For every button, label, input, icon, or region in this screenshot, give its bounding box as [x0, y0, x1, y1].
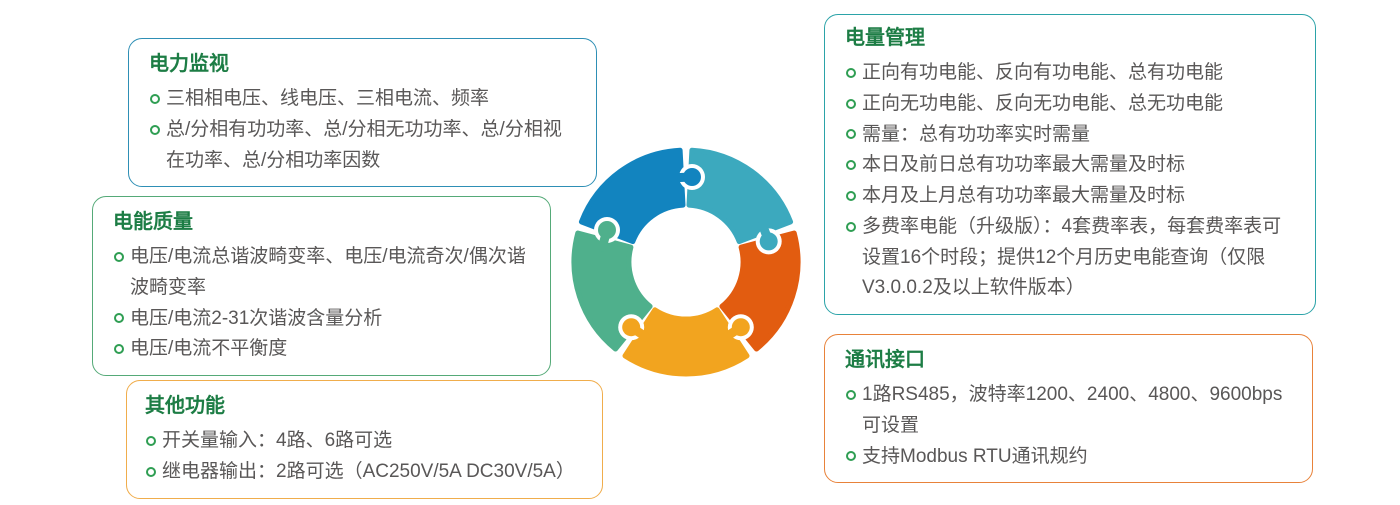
feature-list: 开关量输入：4路、6路可选 继电器输出：2路可选（AC250V/5A DC30V… — [145, 426, 588, 488]
feature-item: 总/分相有功功率、总/分相无功功率、总/分相视在功率、总/分相功率因数 — [149, 115, 576, 177]
feature-box-communication-interface: 通讯接口 1路RS485，波特率1200、2400、4800、9600bps可设… — [824, 334, 1313, 484]
feature-item: 电压/电流2-31次谐波含量分析 — [113, 304, 530, 335]
feature-item: 需量：总有功功率实时需量 — [845, 120, 1295, 151]
feature-box-other-functions: 其他功能 开关量输入：4路、6路可选 继电器输出：2路可选（AC250V/5A … — [126, 380, 603, 499]
puzzle-knob-amber-right — [731, 318, 750, 337]
feature-item: 本月及上月总有功功率最大需量及时标 — [845, 181, 1295, 212]
box-title: 电能质量 — [113, 211, 193, 233]
feature-item: 电压/电流不平衡度 — [113, 334, 530, 365]
puzzle-knob-amber-left — [622, 318, 641, 337]
puzzle-knob-blue — [683, 168, 701, 186]
feature-list: 1路RS485，波特率1200、2400、4800、9600bps可设置 支持M… — [845, 380, 1292, 472]
feature-item: 多费率电能（升级版）：4套费率表，每套费率表可设置16个时段；提供12个月历史电… — [845, 212, 1295, 304]
puzzle-ring-svg — [571, 147, 801, 377]
box-title: 其他功能 — [145, 395, 225, 417]
feature-item: 继电器输出：2路可选（AC250V/5A DC30V/5A） — [145, 457, 588, 488]
puzzle-ring-graphic — [571, 147, 801, 377]
puzzle-knob-green — [598, 221, 616, 239]
box-title: 通讯接口 — [845, 349, 925, 371]
box-title: 电量管理 — [845, 27, 925, 49]
box-title: 电力监视 — [149, 53, 229, 75]
feature-box-power-quality: 电能质量 电压/电流总谐波畸变率、电压/电流奇次/偶次谐波畸变率 电压/电流2-… — [92, 196, 551, 377]
feature-list: 三相相电压、线电压、三相电流、频率 总/分相有功功率、总/分相无功功率、总/分相… — [149, 84, 576, 176]
feature-item: 正向有功电能、反向有功电能、总有功电能 — [845, 58, 1295, 89]
feature-item: 三相相电压、线电压、三相电流、频率 — [149, 84, 576, 115]
puzzle-knob-teal — [759, 232, 778, 251]
feature-box-energy-management: 电量管理 正向有功电能、反向有功电能、总有功电能 正向无功电能、反向无功电能、总… — [824, 14, 1316, 316]
feature-item: 电压/电流总谐波畸变率、电压/电流奇次/偶次谐波畸变率 — [113, 242, 530, 304]
feature-item: 1路RS485，波特率1200、2400、4800、9600bps可设置 — [845, 380, 1292, 442]
puzzle-piece-bottom-amber — [622, 307, 750, 377]
feature-item: 本日及前日总有功功率最大需量及时标 — [845, 150, 1295, 181]
feature-list: 电压/电流总谐波畸变率、电压/电流奇次/偶次谐波畸变率 电压/电流2-31次谐波… — [113, 242, 530, 365]
puzzle-piece-top-right-teal — [686, 147, 794, 245]
feature-list: 正向有功电能、反向有功电能、总有功电能 正向无功电能、反向无功电能、总无功电能 … — [845, 58, 1295, 304]
feature-item: 正向无功电能、反向无功电能、总无功电能 — [845, 89, 1295, 120]
feature-box-power-monitoring: 电力监视 三相相电压、线电压、三相电流、频率 总/分相有功功率、总/分相无功功率… — [128, 38, 597, 188]
feature-item: 支持Modbus RTU通讯规约 — [845, 442, 1292, 473]
feature-item: 开关量输入：4路、6路可选 — [145, 426, 588, 457]
